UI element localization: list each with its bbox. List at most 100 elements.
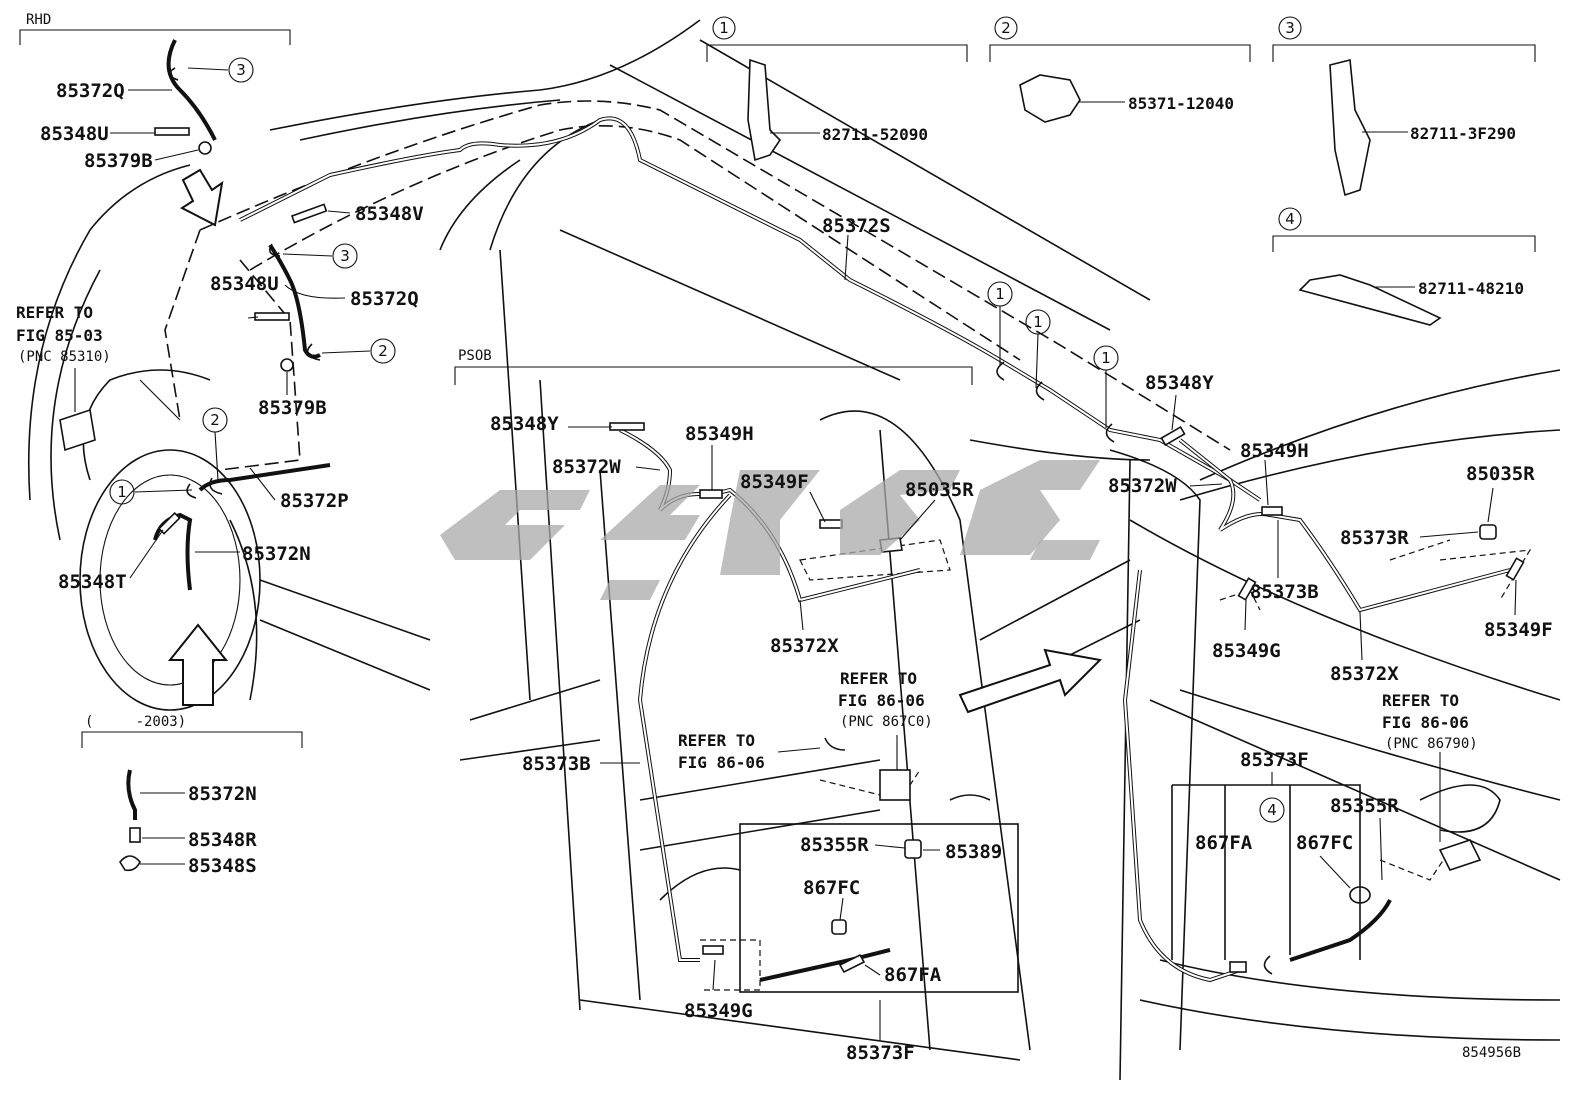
rear-4-number: 4 — [1267, 801, 1277, 819]
label-85372Q-a: 85372Q — [56, 80, 125, 102]
ref-85-03-line2: FIG 85-03 — [16, 326, 103, 345]
label-85373F-b: 85373F — [1240, 749, 1309, 771]
check-valve-867FA-b — [1229, 961, 1247, 973]
circle-variant-2-header — [994, 16, 1018, 40]
fig-86-06-part-right — [1438, 839, 1482, 871]
ref-86-06-mid-line1: REFER TO — [678, 731, 755, 750]
bracket-variant-3 — [1272, 44, 1536, 62]
cap-85389 — [904, 839, 922, 859]
view-arrow-right — [958, 648, 1103, 714]
joint-85348S — [119, 855, 141, 872]
label-85348S: 85348S — [188, 855, 257, 877]
fig-85-03-pump — [59, 408, 96, 452]
variant-3-number: 3 — [1285, 19, 1295, 37]
label-variant-1-part: 82711-52090 — [822, 125, 928, 144]
section-title-psob: PSOB — [458, 348, 492, 364]
clip-icon-85371-12040 — [1019, 74, 1081, 123]
rhd-2b-number: 2 — [210, 411, 220, 429]
nozzle-85035R-b — [1479, 524, 1497, 540]
circle-rhd-2b — [202, 407, 228, 433]
variant-1-number: 1 — [719, 19, 729, 37]
label-85349F-b: 85349F — [1484, 619, 1553, 641]
roof-1b-number: 1 — [1033, 313, 1043, 331]
rhd-1-number: 1 — [117, 483, 127, 501]
clip-icon-82711-3F290 — [1329, 58, 1371, 197]
ref-86-06-center-line1: REFER TO — [840, 669, 917, 688]
clip-ring-roof-1c — [1105, 423, 1115, 443]
fig-86-06-part-center — [879, 769, 911, 801]
view-arrow-up — [167, 623, 229, 706]
label-variant-3-part: 82711-3F290 — [1410, 124, 1516, 143]
bracket-rhd — [19, 29, 291, 45]
label-85372W-b: 85372W — [1108, 475, 1177, 497]
bracket-variant-1 — [706, 44, 968, 62]
part-labels: RHD PSOB ( -2003) 85372Q 85348U 85379B 8… — [16, 12, 1553, 1064]
bracket-psob — [454, 366, 973, 385]
ref-85-03-line1: REFER TO — [16, 303, 93, 322]
clip-ring-rear-4 — [1263, 955, 1273, 975]
label-85348U-b: 85348U — [210, 273, 279, 295]
circle-rhd-2a — [370, 338, 396, 364]
label-85349G-b: 85349G — [1212, 640, 1281, 662]
label-85373R: 85373R — [1340, 527, 1409, 549]
label-85372N-a: 85372N — [242, 543, 311, 565]
circle-rear-4 — [1259, 797, 1285, 823]
label-85348R: 85348R — [188, 829, 257, 851]
label-867FC-a: 867FC — [803, 877, 860, 899]
clip-icon-82711-48210 — [1298, 274, 1442, 326]
circle-rhd-3a — [228, 57, 254, 83]
clamp-85379B-b — [280, 358, 294, 372]
clamp-85379B-a — [198, 141, 212, 155]
circle-variant-4-header — [1278, 207, 1302, 231]
label-85348Y-a: 85348Y — [490, 413, 559, 435]
label-85372X-b: 85372X — [1330, 663, 1399, 685]
clip-ring-rhd-2b — [209, 477, 223, 495]
grommet-867FC-a — [831, 919, 847, 935]
circle-roof-1a — [987, 281, 1013, 307]
joint-85349H-b — [1261, 506, 1283, 516]
label-85349H-a: 85349H — [685, 423, 754, 445]
label-85372N-b: 85372N — [188, 783, 257, 805]
leader-lines — [74, 67, 1517, 1040]
label-85373F-a: 85373F — [846, 1042, 915, 1064]
ref-86-06-right-line3: (PNC 86790) — [1385, 736, 1478, 752]
label-85372W-a: 85372W — [552, 456, 621, 478]
section-title-years: ( -2003) — [85, 714, 186, 730]
label-85349F-a: 85349F — [740, 471, 809, 493]
clip-ring-rhd-1 — [186, 483, 197, 499]
ref-86-06-right-line2: FIG 86-06 — [1382, 713, 1469, 732]
label-85355R-a: 85355R — [800, 834, 869, 856]
clip-icon-82711-52090 — [747, 58, 782, 162]
small-parts — [59, 58, 1525, 975]
rhd-2a-number: 2 — [378, 342, 388, 360]
joint-85348R — [129, 827, 141, 843]
view-arrow-down — [179, 168, 224, 227]
label-85349H-b: 85349H — [1240, 440, 1309, 462]
clip-ring-rhd-3b — [269, 243, 281, 257]
roof-1a-number: 1 — [995, 285, 1005, 303]
rhd-3a-number: 3 — [236, 61, 246, 79]
variant-circles: 1 2 3 4 3 3 2 2 1 1 1 1 4 — [109, 16, 1302, 823]
joint-85348U-a — [154, 127, 190, 136]
circle-variant-1-header — [712, 16, 736, 40]
joint-85349F-a — [819, 519, 843, 529]
label-85372X-a: 85372X — [770, 635, 839, 657]
circle-roof-1b — [1025, 309, 1051, 335]
section-brackets — [19, 29, 1536, 993]
clip-ring-roof-1a — [996, 361, 1005, 381]
label-variant-4-part: 82711-48210 — [1418, 279, 1524, 298]
view-arrows — [167, 168, 1103, 714]
label-variant-2-part: 85371-12040 — [1128, 94, 1234, 113]
joint-85349H-a — [699, 489, 723, 499]
label-85348Y-b: 85348Y — [1145, 372, 1214, 394]
joint-85348V — [290, 203, 328, 224]
figure-id: 854956B — [1462, 1045, 1521, 1061]
ref-86-06-center-line3: (PNC 867C0) — [840, 714, 933, 730]
check-valve-867FA-a — [838, 953, 866, 974]
ref-86-06-right-line1: REFER TO — [1382, 691, 1459, 710]
watermark-logo — [440, 460, 1100, 600]
circle-variant-3-header — [1278, 16, 1302, 40]
clip-ring-roof-1b — [1035, 381, 1045, 401]
